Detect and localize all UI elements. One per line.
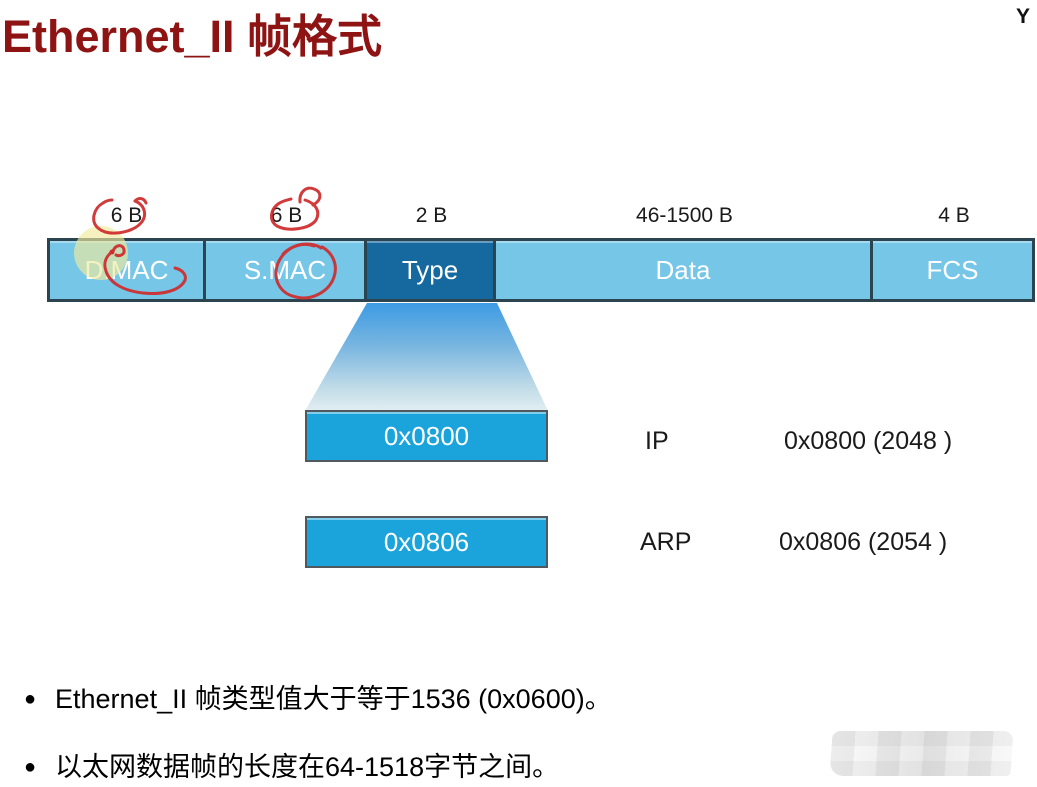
ethernet-frame-diagram: D.MAC S.MAC Type Data FCS [47, 238, 1035, 302]
protocol-value-arp: 0x0806 (2054 ) [779, 528, 948, 556]
bullet-item: ● Ethernet_II 帧类型值大于等于1536 (0x0600)。 [24, 682, 1014, 716]
bullet-dot-icon: ● [24, 688, 37, 710]
slide-title: Ethernet_II 帧格式 [2, 11, 383, 62]
size-label-fcs: 4 B [938, 204, 970, 227]
type-value-box-0x0800: 0x0800 [305, 410, 548, 462]
size-label-type: 2 B [415, 204, 448, 227]
frame-field-dmac: D.MAC [47, 238, 206, 302]
protocol-label-ip: IP [645, 427, 669, 455]
corner-watermark-letter: Y [1016, 5, 1031, 28]
size-label-smac: 6 B [270, 204, 303, 227]
bullet-text: Ethernet_II 帧类型值大于等于1536 (0x0600)。 [55, 684, 612, 714]
frame-field-fcs: FCS [870, 238, 1035, 302]
blurred-watermark [829, 731, 1014, 776]
type-value-box-0x0806: 0x0806 [305, 516, 548, 568]
protocol-value-ip: 0x0800 (2048 ) [784, 427, 953, 455]
bullet-dot-icon: ● [24, 756, 37, 778]
size-label-dmac: 6 B [110, 204, 143, 227]
frame-field-data: Data [493, 238, 873, 302]
bullet-item: ● 以太网数据帧的长度在64-1518字节之间。 [24, 750, 1014, 784]
frame-field-smac: S.MAC [203, 238, 367, 302]
protocol-label-arp: ARP [640, 528, 692, 556]
type-zoom-funnel [305, 303, 548, 411]
bullet-text: 以太网数据帧的长度在64-1518字节之间。 [55, 752, 560, 782]
frame-field-type: Type [364, 238, 496, 302]
size-label-data: 46-1500 B [636, 204, 733, 227]
